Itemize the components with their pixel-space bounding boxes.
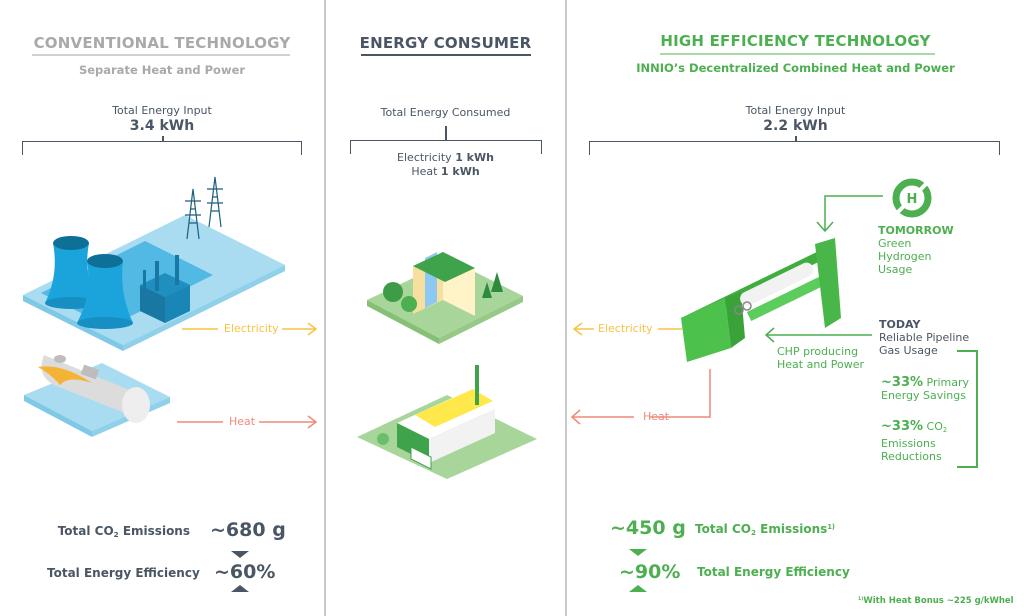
- conventional-title: CONVENTIONAL TECHNOLOGY: [33, 34, 291, 52]
- consumer-title: ENERGY CONSUMER: [359, 34, 532, 52]
- efficiency-title: HIGH EFFICIENCY TECHNOLOGY: [660, 32, 931, 50]
- conventional-title-underline: [32, 54, 290, 56]
- conventional-electricity-flow: Electricity: [180, 322, 320, 336]
- conventional-co2-value: ~680 g: [210, 519, 286, 541]
- efficiency-co2-label: Total CO2 Emissions1): [695, 522, 835, 538]
- power-plant-illustration: [23, 176, 285, 351]
- efficiency-electricity-label: Electricity: [598, 322, 653, 335]
- co2-reduction-value: ~33%: [881, 419, 924, 434]
- efficiency-input-value: 2.2 kWh: [763, 118, 828, 134]
- svg-text:H: H: [907, 192, 918, 207]
- hydrogen-supply-arrow-icon: [816, 195, 883, 233]
- chp-engine-illustration: [681, 238, 841, 362]
- decrease-triangle-icon: [629, 549, 647, 556]
- chp-text: CHP producing Heat and Power: [777, 345, 865, 371]
- tree-icon: [383, 282, 403, 302]
- today-text: TODAY Reliable Pipeline Gas Usage: [879, 318, 969, 357]
- efficiency-bracket-stem: [795, 136, 797, 142]
- cooling-tower-icon: [77, 254, 133, 329]
- conventional-input-label: Total Energy Input: [112, 104, 212, 117]
- tree-icon: [401, 296, 417, 312]
- today-line: Gas Usage: [879, 344, 938, 357]
- transmission-tower-icon: [185, 176, 223, 240]
- increase-triangle-icon: [629, 585, 647, 592]
- column-divider-right: [565, 0, 567, 616]
- efficiency-subtitle: INNIO’s Decentralized Combined Heat and …: [636, 61, 955, 75]
- consumer-consumed-label: Total Energy Consumed: [380, 106, 511, 119]
- electricity-arrow-icon: [182, 322, 318, 336]
- electricity-arrow-icon: [572, 322, 682, 336]
- gas-supply-arrow-icon: [764, 327, 872, 343]
- office-building-illustration: [367, 252, 523, 344]
- conventional-co2-label: Total CO2 Emissions: [57, 524, 190, 540]
- tree-icon: [482, 282, 492, 298]
- decrease-triangle-icon: [231, 551, 249, 558]
- co2-reduction-text: ~33% CO2 Emissions Reductions: [881, 419, 948, 463]
- consumer-heat-line: Heat 1 kWh: [411, 165, 480, 178]
- today-line: Reliable Pipeline: [879, 331, 970, 344]
- heat-arrow-icon: [177, 415, 318, 429]
- consumer-bracket: [350, 140, 542, 154]
- power-plant-building-icon: [140, 255, 190, 323]
- tree-icon: [377, 433, 389, 445]
- conventional-bracket-stem: [162, 136, 164, 142]
- column-divider-left: [324, 0, 326, 616]
- consumer-bracket-stem: [445, 126, 447, 140]
- efficiency-efficiency-value: ~90%: [619, 561, 681, 583]
- benefits-bracket: [957, 350, 978, 468]
- conventional-subtitle: Separate Heat and Power: [78, 63, 246, 77]
- savings-value: ~33%: [881, 375, 924, 390]
- conventional-input-value: 3.4 kWh: [129, 118, 195, 134]
- tomorrow-line: Usage: [878, 263, 913, 276]
- conventional-efficiency-label: Total Energy Efficiency: [47, 566, 200, 580]
- tomorrow-line: Hydrogen: [878, 250, 932, 263]
- efficiency-co2-value: ~450 g: [610, 517, 686, 539]
- tomorrow-text: TOMORROW Green Hydrogen Usage: [878, 224, 954, 276]
- conventional-electricity-label: Electricity: [224, 322, 279, 335]
- conventional-heat-flow: Heat: [175, 415, 320, 429]
- tomorrow-heading: TOMORROW: [878, 224, 954, 237]
- heat-arrow-icon: [570, 369, 711, 425]
- efficiency-bracket: [589, 141, 1000, 155]
- savings-text: ~33% Primary Energy Savings: [881, 375, 970, 402]
- factory-illustration: [357, 365, 537, 479]
- efficiency-electricity-flow: Electricity: [572, 322, 684, 336]
- today-heading: TODAY: [879, 318, 921, 331]
- tomorrow-line: Green: [878, 237, 912, 250]
- increase-triangle-icon: [231, 585, 249, 592]
- flame-icon: [38, 366, 92, 385]
- conventional-bracket: [22, 141, 302, 155]
- conventional-efficiency-value: ~60%: [214, 561, 276, 583]
- boiler-illustration: [24, 355, 170, 437]
- efficiency-efficiency-label: Total Energy Efficiency: [697, 565, 850, 579]
- hydrogen-h2-icon: H: [892, 178, 932, 218]
- efficiency-heat-label: Heat: [643, 410, 670, 423]
- conventional-heat-label: Heat: [229, 415, 256, 428]
- consumer-electricity-line: Electricity 1 kWh: [397, 151, 494, 164]
- efficiency-title-underline: [660, 53, 935, 55]
- efficiency-input-label: Total Energy Input: [745, 104, 846, 117]
- cooling-tower-icon: [45, 236, 97, 309]
- footnote: 1)With Heat Bonus ~225 g/kWhel: [858, 596, 1014, 606]
- tree-icon: [491, 272, 503, 292]
- consumer-title-underline: [361, 54, 531, 56]
